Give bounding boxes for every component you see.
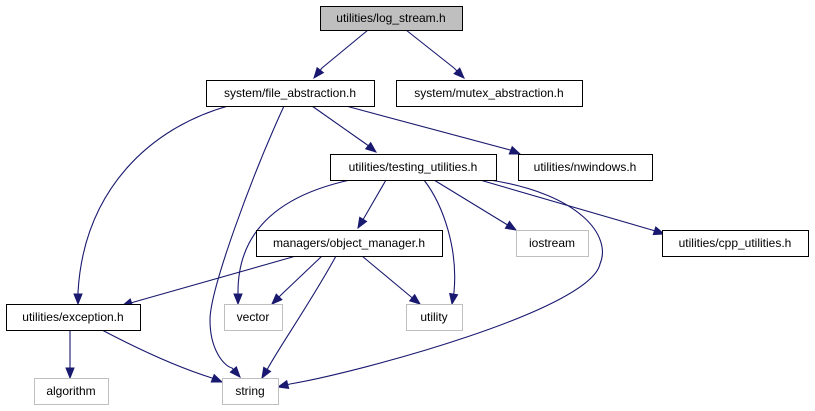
node-label: utilities/nwindows.h (534, 160, 637, 174)
node-label: utilities/testing_utilities.h (349, 160, 478, 174)
node-nwindows[interactable]: utilities/nwindows.h (518, 154, 653, 181)
arrowhead-icon (313, 66, 325, 80)
edge-object_manager-to-vector (271, 255, 323, 305)
node-utility: utility (406, 304, 463, 331)
edge-testing_utilities-to-string (276, 179, 603, 390)
node-label: algorithm (46, 384, 95, 398)
arrowhead-icon (210, 373, 224, 383)
edge-log_stream-to-file_abstraction (313, 29, 369, 80)
node-label: utilities/log_stream.h (336, 11, 445, 25)
edge-line (313, 29, 369, 79)
node-object-manager[interactable]: managers/object_manager.h (256, 230, 443, 257)
node-box (206, 80, 375, 107)
edge-file_abstraction-to-testing_utilities (311, 105, 378, 153)
node-testing-utilities[interactable]: utilities/testing_utilities.h (330, 154, 497, 181)
node-box (222, 378, 279, 405)
node-label: iostream (529, 236, 575, 250)
node-box (516, 230, 589, 257)
edge-file_abstraction-to-string (209, 105, 285, 379)
node-label: system/mutex_abstraction.h (414, 86, 563, 100)
node-exception[interactable]: utilities/exception.h (6, 304, 141, 331)
node-label: vector (237, 310, 270, 324)
arrowhead-icon (453, 67, 465, 79)
edge-line (237, 179, 351, 304)
node-label: utilities/cpp_utilities.h (679, 236, 792, 250)
arrowhead-icon (65, 367, 75, 380)
node-label: system/file_abstraction.h (224, 86, 356, 100)
node-box (320, 6, 463, 31)
edge-line (361, 255, 421, 305)
node-vector: vector (224, 304, 283, 331)
node-string: string (222, 378, 279, 405)
arrowhead-icon (364, 141, 378, 153)
arrowhead-icon (229, 366, 241, 379)
node-iostream: iostream (516, 230, 589, 257)
arrowhead-icon (276, 379, 290, 390)
edge-line (77, 105, 229, 304)
node-box (406, 304, 463, 331)
edge-line (277, 179, 603, 388)
edge-testing_utilities-to-iostream (433, 179, 518, 231)
node-algorithm: algorithm (34, 378, 109, 405)
edge-line (311, 105, 377, 153)
edge-line (261, 255, 337, 379)
edge-object_manager-to-exception (120, 255, 297, 308)
arrowhead-icon (652, 226, 666, 236)
edge-exception-to-string (101, 329, 224, 383)
edge-exception-to-algorithm (65, 330, 75, 380)
arrowhead-icon (508, 145, 522, 155)
edge-log_stream-to-mutex_abstraction (405, 29, 465, 79)
arrowhead-icon (357, 216, 368, 230)
node-log-stream[interactable]: utilities/log_stream.h (320, 6, 463, 31)
arrowhead-icon (504, 220, 518, 231)
arrowhead-icon (408, 293, 422, 305)
node-box (34, 378, 109, 405)
arrowhead-icon (271, 293, 283, 305)
edge-file_abstraction-to-exception (73, 105, 229, 306)
edges-layer (65, 29, 666, 390)
arrowhead-icon (261, 366, 272, 380)
arrowhead-icon (73, 293, 83, 306)
node-box (662, 230, 809, 257)
edge-testing_utilities-to-object_manager (357, 179, 387, 230)
arrowhead-icon (233, 293, 243, 306)
edge-file_abstraction-to-nwindows (345, 105, 522, 155)
edge-line (405, 29, 465, 79)
node-label: utilities/exception.h (22, 310, 123, 324)
node-mutex-abstraction[interactable]: system/mutex_abstraction.h (396, 80, 583, 107)
edge-line (433, 179, 517, 231)
node-file-abstraction[interactable]: system/file_abstraction.h (206, 80, 375, 107)
edge-line (121, 255, 297, 307)
arrowhead-icon (449, 292, 459, 306)
edge-object_manager-to-string (261, 255, 337, 380)
node-label: string (235, 384, 264, 398)
node-box (6, 304, 141, 331)
node-box (330, 154, 497, 181)
node-box (396, 80, 583, 107)
edge-testing_utilities-to-vector (233, 179, 351, 306)
node-box (224, 304, 283, 331)
edge-object_manager-to-utility (361, 255, 422, 305)
edge-line (101, 329, 223, 383)
node-box (256, 230, 443, 257)
edge-testing_utilities-to-cpp_utilities (479, 179, 666, 236)
node-label: utility (420, 310, 447, 324)
node-label: managers/object_manager.h (273, 236, 425, 250)
edge-testing_utilities-to-utility (423, 179, 459, 306)
node-box (518, 154, 653, 181)
nodes-layer: utilities/log_stream.h system/file_abstra… (6, 6, 809, 405)
node-cpp-utilities[interactable]: utilities/cpp_utilities.h (662, 230, 809, 257)
edge-line (423, 179, 456, 305)
edge-line (209, 105, 285, 378)
